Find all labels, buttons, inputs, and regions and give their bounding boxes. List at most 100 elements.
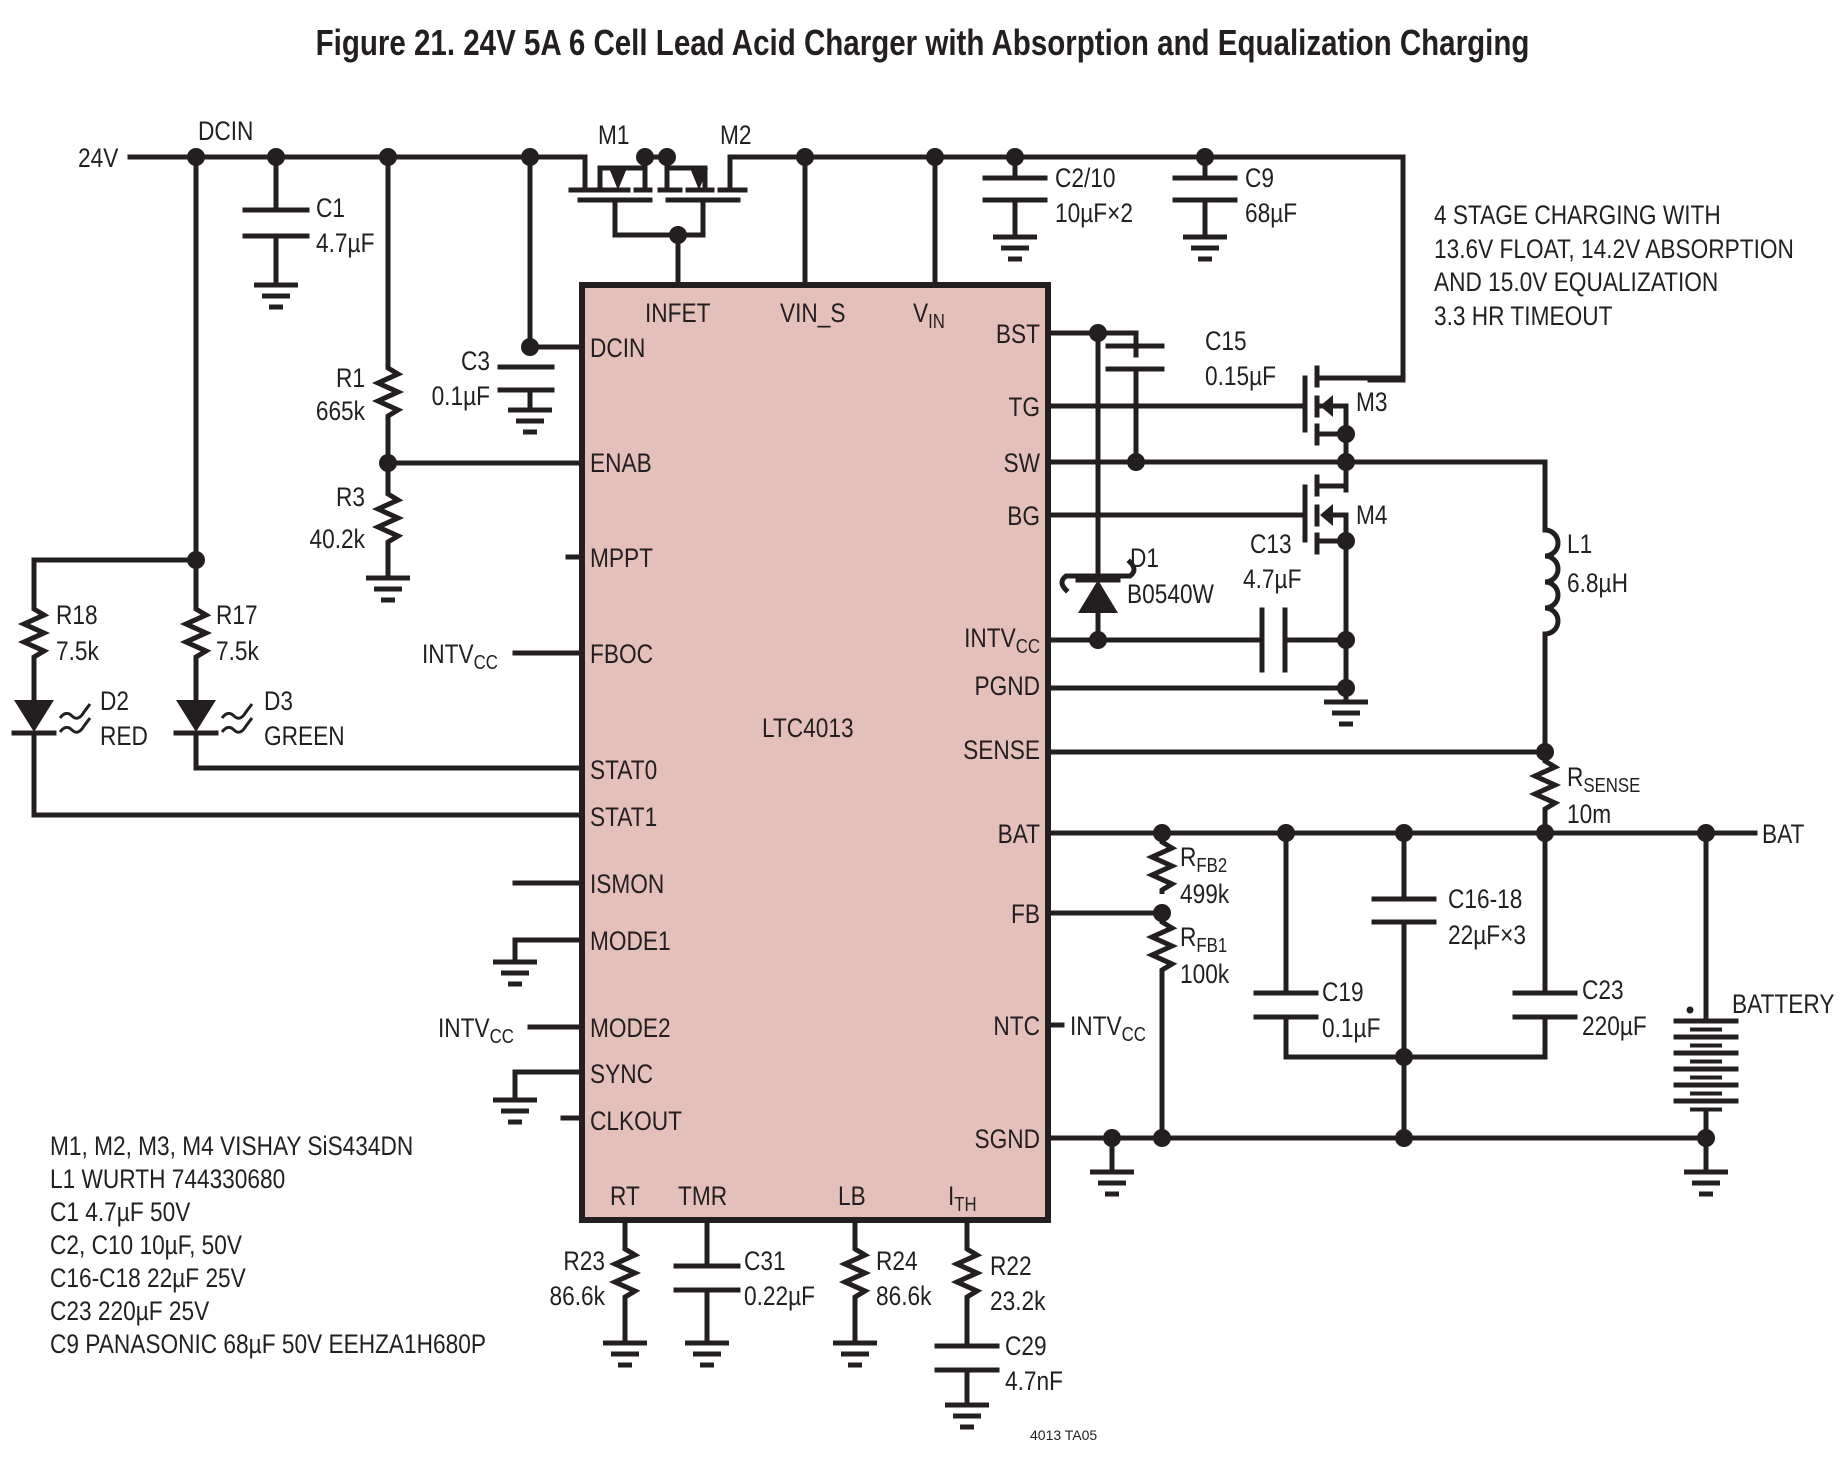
- svg-text:AND 15.0V EQUALIZATION: AND 15.0V EQUALIZATION: [1434, 267, 1718, 297]
- resistor-rfb1: RFB1 100k: [1152, 918, 1230, 1141]
- svg-text:C3: C3: [461, 346, 490, 376]
- pin-pgnd: PGND: [974, 671, 1040, 701]
- capacitor-c13: C13 4.7µF: [1243, 529, 1349, 673]
- resistor-r24: R24 86.6k: [833, 1217, 932, 1365]
- svg-text:C9 PANASONIC 68µF 50V EEHZA1H6: C9 PANASONIC 68µF 50V EEHZA1H680P: [50, 1329, 486, 1359]
- svg-text:C9: C9: [1245, 163, 1274, 193]
- figure-title: Figure 21. 24V 5A 6 Cell Lead Acid Charg…: [315, 22, 1530, 63]
- resistor-r23: R23 86.6k: [550, 1217, 647, 1365]
- svg-text:M1, M2, M3, M4 VISHAY SiS434DN: M1, M2, M3, M4 VISHAY SiS434DN: [50, 1131, 413, 1161]
- pin-tg: TG: [1009, 392, 1040, 422]
- svg-text:D1: D1: [1130, 543, 1159, 573]
- resistor-r22: R22 23.2k: [957, 1217, 1046, 1349]
- svg-text:RED: RED: [100, 721, 148, 751]
- svg-text:C23: C23: [1582, 975, 1624, 1005]
- svg-text:86.6k: 86.6k: [550, 1281, 606, 1311]
- svg-text:220µF: 220µF: [1582, 1011, 1647, 1041]
- pin-mode1: MODE1: [590, 926, 671, 956]
- capacitor-c1: C1 4.7µF: [242, 154, 374, 307]
- wire-sw: [1045, 459, 1548, 533]
- chip-name: LTC4013: [762, 713, 854, 743]
- led-d3-green: D3 GREEN: [173, 686, 585, 771]
- svg-text:0.22µF: 0.22µF: [744, 1281, 815, 1311]
- pin-lb: LB: [838, 1181, 866, 1211]
- net-24v-label: 24V: [78, 143, 119, 173]
- svg-text:23.2k: 23.2k: [990, 1286, 1046, 1316]
- svg-text:R17: R17: [216, 600, 258, 630]
- svg-text:C29: C29: [1005, 1331, 1047, 1361]
- svg-text:R22: R22: [990, 1251, 1032, 1281]
- pin-enab: ENAB: [590, 448, 652, 478]
- capacitor-c29: C29 4.7nF: [934, 1331, 1063, 1427]
- pin-stat0: STAT0: [590, 755, 657, 785]
- resistor-r1: R1 665k: [316, 154, 398, 426]
- pin-bst: BST: [996, 319, 1040, 349]
- svg-text:0.15µF: 0.15µF: [1205, 361, 1276, 391]
- svg-text:7.5k: 7.5k: [56, 636, 99, 666]
- pin-clkout: CLKOUT: [590, 1106, 682, 1136]
- svg-text:D3: D3: [264, 686, 293, 716]
- capacitor-c3: C3 0.1µF: [432, 154, 585, 432]
- pin-infet: INFET: [645, 298, 710, 328]
- net-dcin-label: DCIN: [198, 116, 253, 146]
- svg-text:C1: C1: [316, 193, 345, 223]
- ltc4013-chip: [579, 282, 1051, 1223]
- svg-text:10µF×2: 10µF×2: [1055, 198, 1133, 228]
- svg-text:D2: D2: [100, 686, 129, 716]
- svg-text:M4: M4: [1356, 500, 1388, 530]
- pin-fb: FB: [1011, 899, 1040, 929]
- svg-text:100k: 100k: [1180, 959, 1230, 989]
- capacitor-c31: C31 0.22µF: [673, 1217, 815, 1365]
- pin-ith: ITH: [948, 1181, 977, 1215]
- pin-sync: SYNC: [590, 1059, 653, 1089]
- svg-text:R3: R3: [336, 482, 365, 512]
- resistor-rsense: RSENSE 10m: [1535, 757, 1640, 836]
- pin-intvcc: INTVCC: [964, 623, 1040, 657]
- resistor-r3: R3 40.2k: [310, 460, 410, 600]
- svg-text:499k: 499k: [1180, 879, 1230, 909]
- pin-sense: SENSE: [963, 735, 1040, 765]
- capacitor-c19: C19 0.1µF: [1253, 830, 1548, 1060]
- resistor-rfb2: RFB2 499k: [1152, 838, 1230, 909]
- svg-text:7.5k: 7.5k: [216, 636, 259, 666]
- pin-bg: BG: [1007, 501, 1040, 531]
- svg-text:C13: C13: [1250, 529, 1292, 559]
- pin-tmr: TMR: [678, 1181, 727, 1211]
- inductor-l1: L1 6.8µH: [1542, 527, 1628, 755]
- svg-text:R23: R23: [563, 1246, 605, 1276]
- svg-text:6.8µH: 6.8µH: [1567, 568, 1628, 598]
- svg-text:C16-C18 22µF 25V: C16-C18 22µF 25V: [50, 1263, 246, 1293]
- svg-text:L1: L1: [1567, 529, 1592, 559]
- capacitor-c2-c10: C2/10 10µF×2: [982, 148, 1133, 259]
- svg-text:4 STAGE CHARGING WITH: 4 STAGE CHARGING WITH: [1434, 200, 1721, 230]
- capacitor-c15: C15 0.15µF: [1105, 326, 1276, 465]
- mosfet-m4: M4: [1302, 474, 1388, 555]
- pin-vin: VIN: [913, 298, 945, 332]
- resistor-r17: R17 7.5k: [186, 557, 259, 703]
- mode2-intvcc-label: INTVCC: [438, 1013, 514, 1047]
- pin-sgnd: SGND: [974, 1124, 1040, 1154]
- svg-text:BATTERY: BATTERY: [1732, 989, 1835, 1019]
- svg-text:C1 4.7µF 50V: C1 4.7µF 50V: [50, 1197, 191, 1227]
- svg-text:86.6k: 86.6k: [876, 1281, 932, 1311]
- pin-ntc: NTC: [993, 1011, 1040, 1041]
- figure-id: 4013 TA05: [1030, 1427, 1097, 1443]
- capacitor-c23: C23 220µF: [1512, 830, 1647, 1041]
- diode-d1: D1 B0540W: [1059, 543, 1214, 643]
- svg-text:3.3 HR TIMEOUT: 3.3 HR TIMEOUT: [1434, 301, 1612, 331]
- svg-text:C16-18: C16-18: [1448, 884, 1522, 914]
- svg-text:M1: M1: [598, 120, 629, 150]
- svg-text:C2/10: C2/10: [1055, 163, 1116, 193]
- wire-mode1: [512, 937, 585, 965]
- pin-sw: SW: [1003, 448, 1040, 478]
- svg-text:40.2k: 40.2k: [310, 524, 366, 554]
- pin-stat1: STAT1: [590, 802, 657, 832]
- svg-text:RFB1: RFB1: [1180, 922, 1227, 956]
- fboc-intvcc-label: INTVCC: [422, 639, 498, 673]
- pin-fboc: FBOC: [590, 639, 653, 669]
- charging-note: 4 STAGE CHARGING WITH 13.6V FLOAT, 14.2V…: [1434, 200, 1794, 331]
- svg-text:4.7nF: 4.7nF: [1005, 1366, 1063, 1396]
- svg-text:4.7µF: 4.7µF: [1243, 564, 1301, 594]
- mosfet-m1-m2: M1 M2: [527, 120, 1403, 288]
- svg-text:13.6V FLOAT, 14.2V ABSORPTION: 13.6V FLOAT, 14.2V ABSORPTION: [1434, 234, 1794, 264]
